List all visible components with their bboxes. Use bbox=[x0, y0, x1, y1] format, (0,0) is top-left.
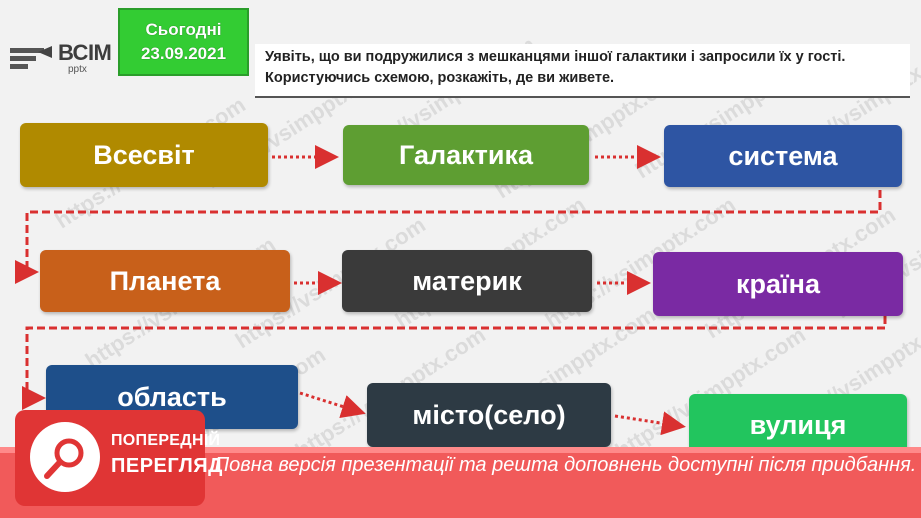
box-city: місто(село) bbox=[367, 383, 611, 447]
arrow-3 bbox=[15, 190, 882, 284]
badge-circle bbox=[30, 422, 100, 492]
instruction-text: Уявіть, що ви подружилися з мешканцями і… bbox=[255, 44, 910, 98]
magnifier-icon bbox=[44, 438, 84, 479]
arrow-7 bbox=[299, 391, 366, 419]
box-street-label: вулиця bbox=[749, 409, 847, 440]
box-universe: Всесвіт bbox=[20, 123, 268, 187]
logo-brand: ВСІМ bbox=[58, 40, 112, 65]
arrow-8 bbox=[614, 411, 686, 436]
box-country: країна bbox=[653, 252, 903, 316]
box-region-label: область bbox=[117, 381, 227, 412]
badge-line-1: ПОПЕРЕДНІЙ bbox=[111, 432, 221, 449]
box-system: система bbox=[664, 125, 902, 187]
date-label: Сьогодні bbox=[145, 20, 222, 39]
box-planet-label: Планета bbox=[109, 265, 221, 296]
vsim-logo: ВСІМ pptx bbox=[8, 38, 112, 75]
banner-text: Повна версія презентації та решта доповн… bbox=[214, 454, 917, 476]
box-street: вулиця bbox=[689, 394, 907, 456]
graduation-cap-icon bbox=[10, 46, 52, 69]
preview-badge: ПОПЕРЕДНІЙ ПЕРЕГЛЯД bbox=[15, 410, 222, 506]
box-system-label: система bbox=[728, 140, 838, 171]
box-galaxy-label: Галактика bbox=[399, 139, 533, 170]
date-value: 23.09.2021 bbox=[140, 44, 227, 63]
badge-line-2: ПЕРЕГЛЯД bbox=[111, 455, 223, 477]
box-continent: материк bbox=[342, 250, 592, 312]
banner-strip bbox=[0, 447, 921, 453]
date-box: Сьогодні 23.09.2021 bbox=[118, 8, 249, 76]
box-planet: Планета bbox=[40, 250, 290, 312]
logo-sub: pptx bbox=[68, 64, 87, 75]
box-city-label: місто(село) bbox=[412, 399, 566, 430]
arrow-6 bbox=[22, 316, 887, 410]
box-galaxy: Галактика bbox=[343, 125, 589, 185]
box-continent-label: материк bbox=[412, 265, 522, 296]
box-country-label: країна bbox=[736, 268, 820, 299]
box-universe-label: Всесвіт bbox=[93, 139, 195, 170]
